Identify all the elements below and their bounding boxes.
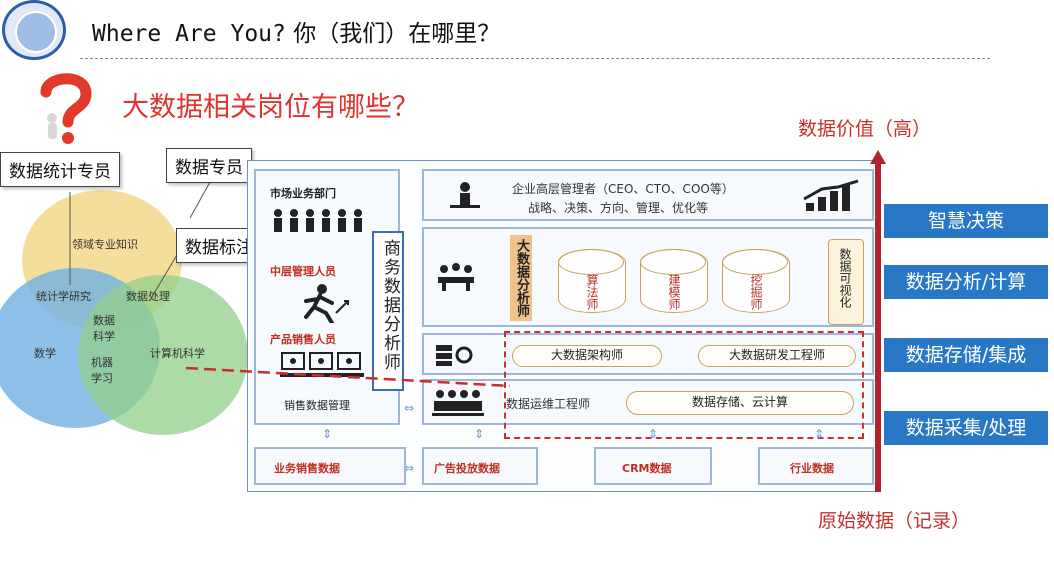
big-data-analyst-tag: 大数据分析师: [510, 235, 532, 321]
ops-engineer-label: 数据运维工程师: [506, 397, 591, 411]
value-axis-bottom: 原始数据（记录）: [818, 510, 971, 532]
header-divider: [80, 58, 990, 59]
section-subtitle: 大数据相关岗位有哪些？: [122, 92, 419, 123]
cylinder-modeling: 建模师: [640, 249, 708, 313]
question-mark-icon: [40, 73, 92, 144]
venn-label-processing: 数据处理: [126, 290, 170, 303]
connector-arrow-6: ⇔: [404, 461, 415, 475]
page-title: Where Are You? 你（我们）在哪里？: [92, 14, 500, 48]
connector-arrow-3: ⇕: [648, 427, 659, 441]
source-ad-data: 广告投放数据: [422, 447, 538, 485]
ops-box: 数据运维工程师 数据存储、云计算: [422, 379, 874, 425]
venn-label-domain: 领域专业知识: [72, 238, 138, 251]
team-people-icon: [274, 209, 362, 232]
cylinder-mining: 挖掘师: [722, 249, 790, 313]
connector-arrow-2: ⇕: [474, 427, 485, 441]
source-crm-label: CRM数据: [622, 462, 672, 475]
venn-label-cs: 计算机科学: [150, 347, 205, 360]
growth-chart-icon: [803, 179, 859, 211]
callout-leaders: [69, 181, 211, 301]
architect-pill: 大数据架构师: [512, 345, 662, 367]
executive-line1: 企业高层管理者（CEO、CTO、COO等）: [512, 182, 734, 196]
meeting-icon: [438, 263, 474, 291]
business-analyst-label: 商务数据分析师: [380, 239, 400, 372]
cylinder-mining-label: 挖掘师: [749, 274, 763, 310]
source-sales-label: 业务销售数据: [274, 462, 340, 475]
mid-manager-label: 中层管理人员: [270, 265, 336, 278]
venn-label-statistics: 统计学研究: [36, 290, 91, 303]
visualization-scroll: 数据可视化: [828, 239, 864, 325]
venn-label-ml: 机器学习: [91, 356, 113, 385]
university-logo: [2, 0, 66, 60]
source-industry-label: 行业数据: [790, 462, 834, 475]
source-crm-data: CRM数据: [594, 447, 712, 485]
venn-label-data-science: 数据科学: [93, 314, 115, 343]
value-axis-arrow: [870, 150, 886, 492]
value-axis-top: 数据价值（高）: [798, 118, 932, 140]
running-man-icon: [304, 284, 349, 323]
title-english: Where Are You?: [92, 21, 286, 47]
callout-data-statistics: 数据统计专员: [0, 152, 120, 187]
business-analyst-box: 商务数据分析师: [372, 231, 404, 391]
cylinder-algorithm-label: 算法师: [585, 274, 599, 310]
big-data-analyst-label: 大数据分析师: [514, 239, 529, 317]
venn-label-math: 数学: [34, 347, 56, 360]
product-sales-label: 产品销售人员: [270, 333, 336, 346]
market-department-title: 市场业务部门: [270, 187, 336, 200]
source-industry-data: 行业数据: [758, 447, 874, 485]
rd-engineer-pill: 大数据研发工程师: [698, 345, 856, 367]
visualization-label: 数据可视化: [838, 248, 852, 308]
cylinder-modeling-label: 建模师: [667, 274, 681, 310]
venn-link-line: [185, 366, 511, 388]
role-framework: 市场业务部门 中层管理人员 产品销售人员 销售数据管理: [247, 160, 881, 492]
engineering-highlight: [504, 331, 864, 439]
source-ad-label: 广告投放数据: [434, 462, 500, 475]
connector-arrow-4: ⇕: [814, 427, 825, 441]
cylinder-algorithm: 算法师: [558, 249, 626, 313]
ops-team-icon: [432, 390, 484, 416]
analysis-box: 大数据分析师 算法师 建模师 挖掘师 数据可视化: [422, 227, 874, 327]
storage-cloud-pill: 数据存储、云计算: [626, 391, 854, 415]
executive-line2: 战略、决策、方向、管理、优化等: [528, 201, 709, 215]
storage-box: 大数据架构师 大数据研发工程师: [422, 333, 874, 375]
executive-box: 企业高层管理者（CEO、CTO、COO等） 战略、决策、方向、管理、优化等: [422, 169, 874, 221]
server-icon: [436, 345, 473, 366]
callout-data-specialist: 数据专员: [166, 148, 252, 183]
level-analysis: 数据分析/计算: [884, 265, 1048, 299]
level-collection: 数据采集/处理: [884, 411, 1048, 445]
connector-arrow-5: ⇔: [404, 401, 415, 415]
level-smart-decision: 智慧决策: [884, 204, 1048, 238]
sales-data-mgmt-label: 销售数据管理: [284, 399, 350, 412]
venn-cs-circle: [78, 275, 248, 435]
level-storage: 数据存储/集成: [884, 338, 1048, 372]
connector-arrow-1: ⇕: [322, 427, 333, 441]
source-sales-data: 业务销售数据: [254, 447, 406, 485]
title-chinese: 你（我们）在哪里？: [293, 21, 501, 47]
executive-icon: [450, 182, 480, 208]
